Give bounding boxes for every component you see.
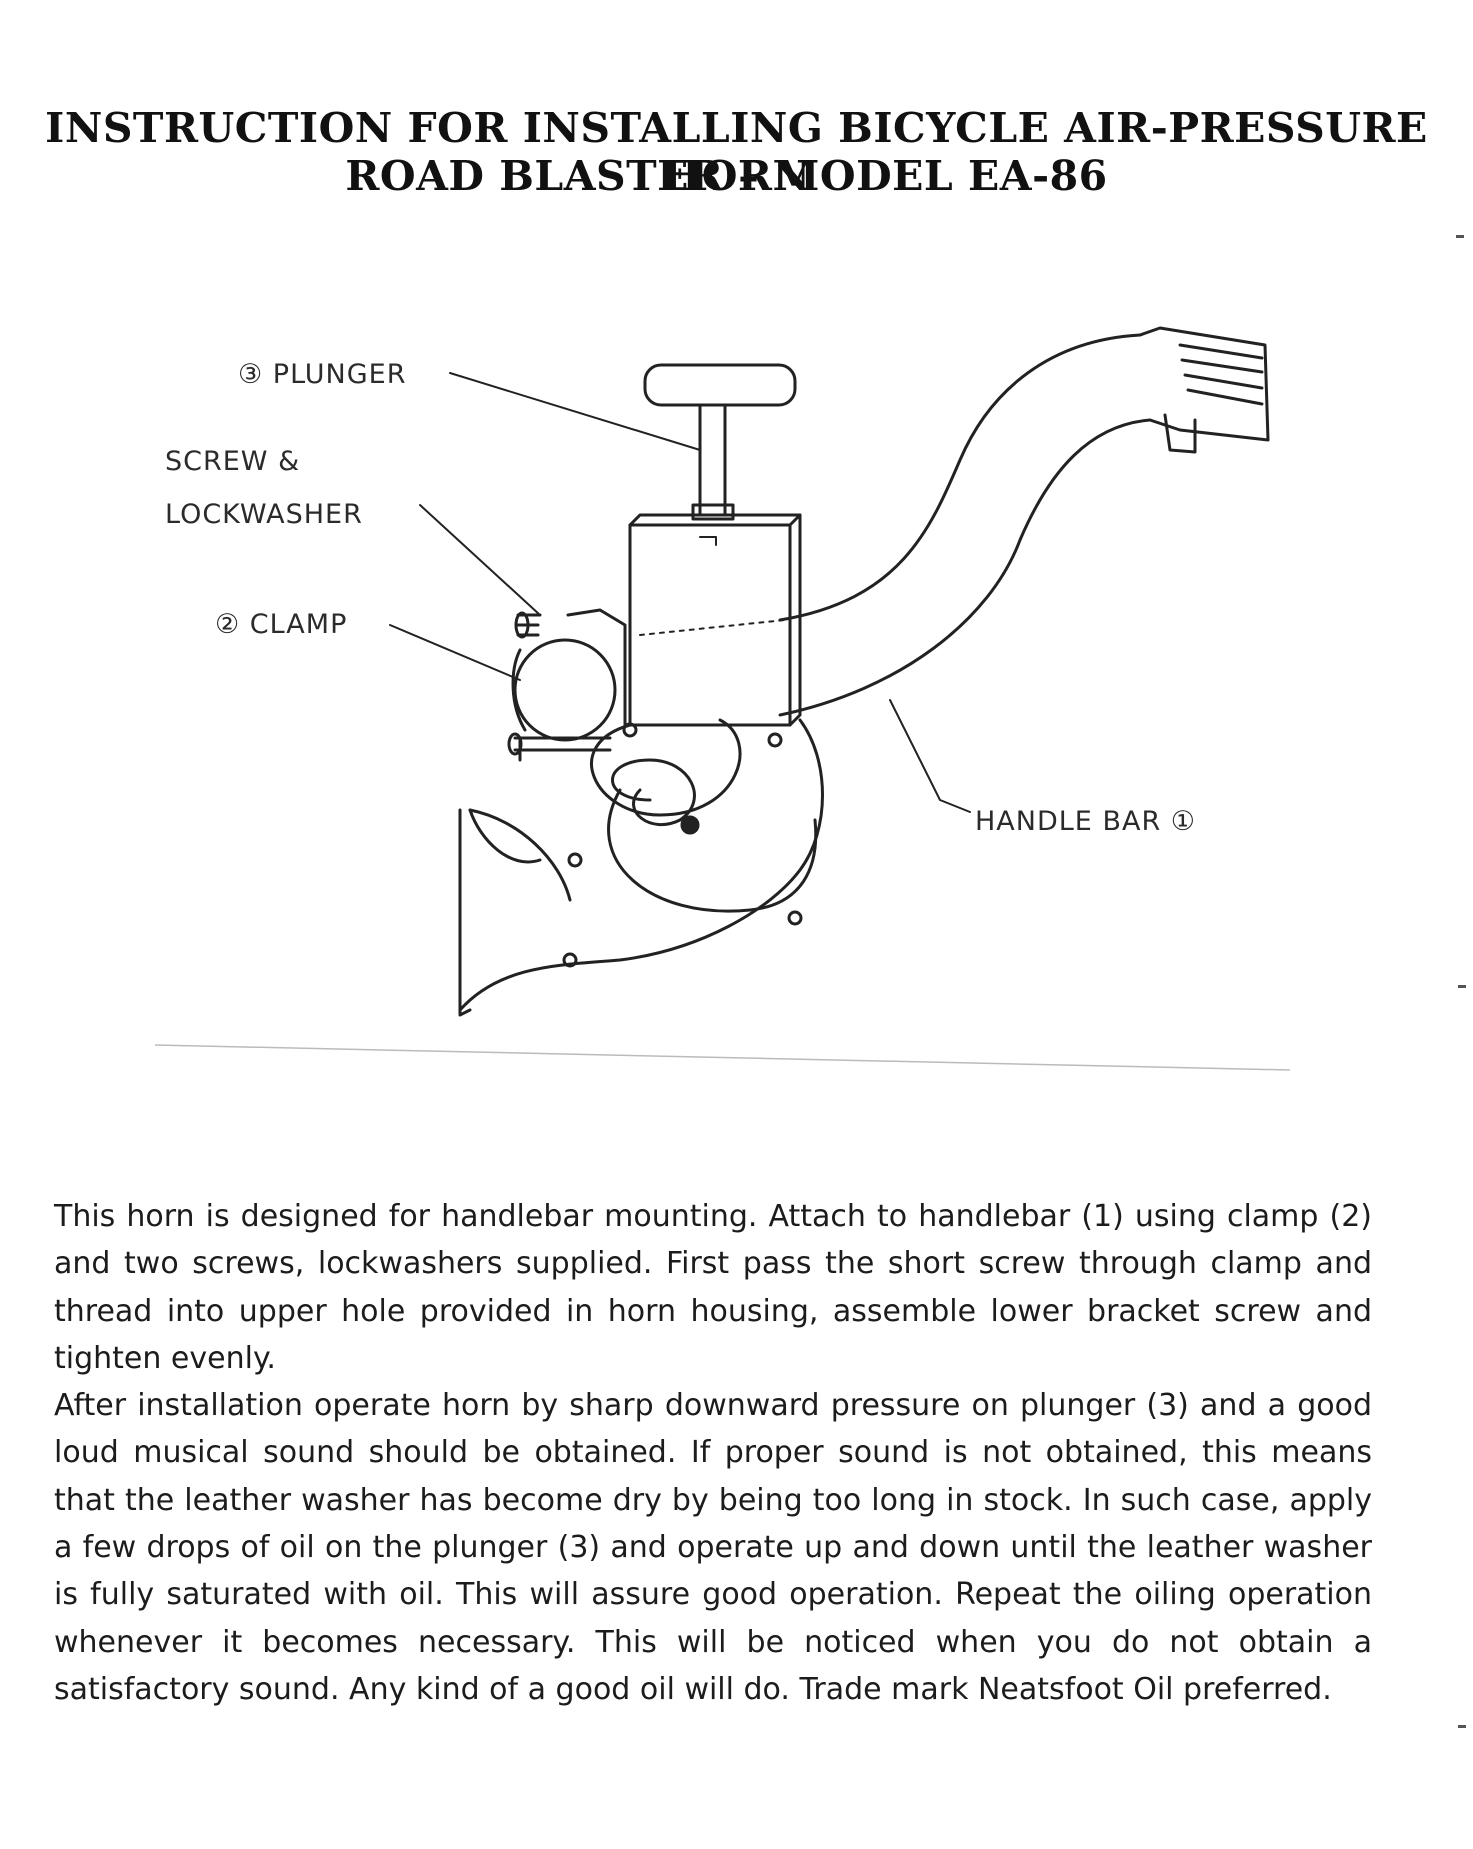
document-title: INSTRUCTION FOR INSTALLING BICYCLE AIR-P…: [45, 104, 1428, 200]
handle-bar-label: HANDLE BAR ①: [975, 806, 1196, 837]
clamp-drawing: [507, 608, 627, 762]
scan-mark: [1456, 235, 1464, 238]
instruction-paragraph-1: This horn is designed for handlebar moun…: [54, 1199, 1372, 1376]
divider-line: [154, 1044, 1291, 1071]
lockwasher-label: LOCKWASHER: [165, 499, 363, 530]
instruction-paragraph-2: After installation operate horn by sharp…: [54, 1388, 1372, 1707]
clamp-label: ② CLAMP: [215, 609, 347, 640]
horn-installation-diagram: ③ PLUNGER SCREW & LOCKWASHER ② CLAMP HAN…: [154, 326, 1291, 1071]
document-subtitle: ROAD BLASTER – MODEL EA-86: [345, 152, 1108, 200]
horn-bell-drawing: [458, 718, 824, 1017]
instructions-text: This horn is designed for handlebar moun…: [54, 1193, 1372, 1713]
horn-housing-drawing: [628, 363, 802, 727]
screw-label: SCREW &: [165, 446, 300, 477]
scan-mark: [1458, 985, 1466, 988]
scan-mark: [1458, 1725, 1466, 1728]
plunger-label: ③ PLUNGER: [238, 359, 406, 390]
leader-lines: [389, 372, 971, 813]
diagram-labels: ③ PLUNGER SCREW & LOCKWASHER ② CLAMP HAN…: [165, 359, 1196, 837]
handlebar-drawing: [778, 326, 1270, 717]
